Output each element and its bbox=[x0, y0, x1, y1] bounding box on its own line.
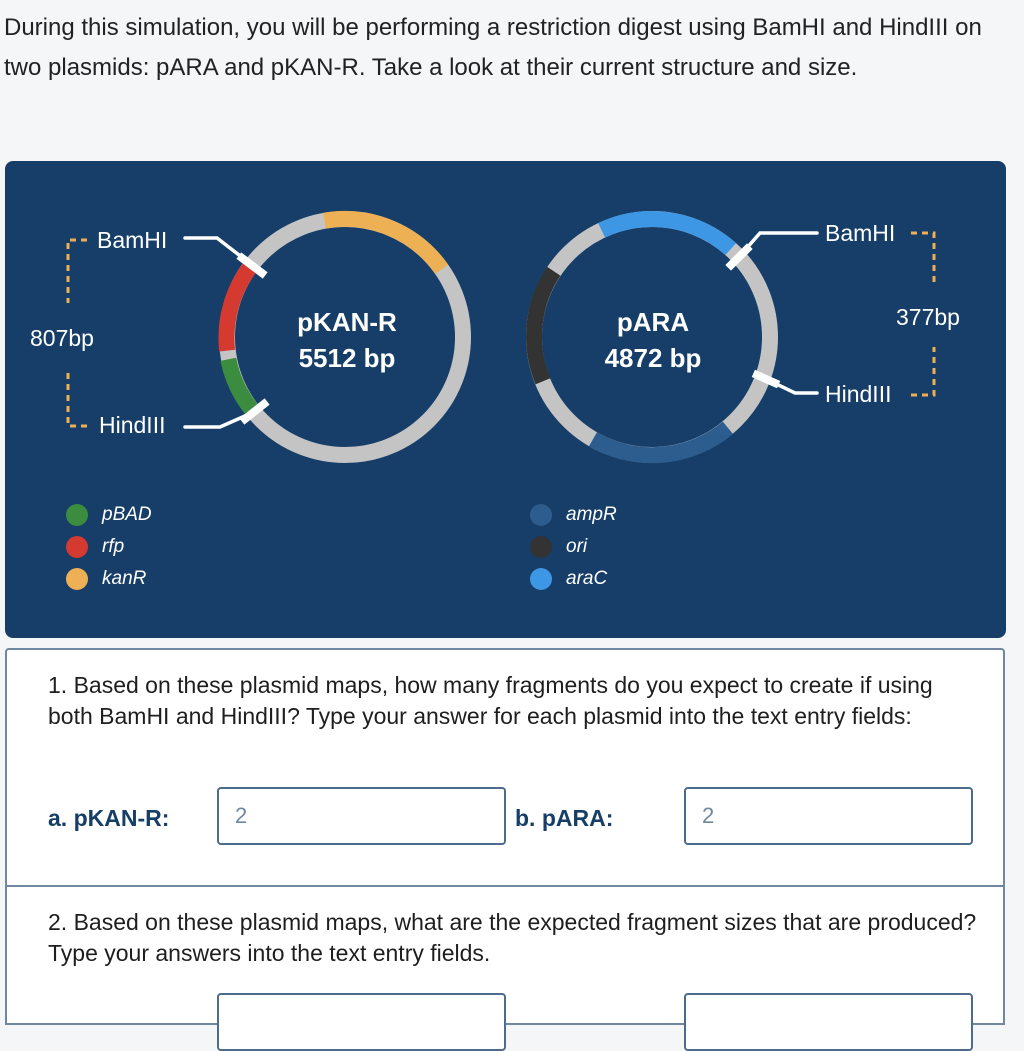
legend-label: araC bbox=[566, 568, 608, 589]
fragment-size-input-1[interactable] bbox=[217, 993, 506, 1051]
legend-label: ampR bbox=[566, 504, 617, 525]
legend-item-ori: ori bbox=[530, 531, 617, 563]
para-fragment-count-label: b. pARA: bbox=[515, 805, 614, 831]
para-hindiii-label: HindIII bbox=[825, 381, 891, 407]
pkanr-bamhi-marker bbox=[183, 236, 268, 279]
para-fragment-size: 377bp bbox=[896, 304, 960, 330]
rfp-color-dot bbox=[66, 536, 88, 558]
para-fragment-count-input[interactable] bbox=[684, 787, 973, 845]
para-bamhi-label: BamHI bbox=[825, 220, 895, 246]
para-arac-segment bbox=[598, 211, 737, 256]
pkanr-legend: pBAD rfp kanR bbox=[66, 499, 152, 595]
fragment-size-input-2[interactable] bbox=[684, 993, 973, 1051]
para-backbone bbox=[526, 211, 778, 463]
pkanr-fragment-bracket bbox=[66, 238, 87, 428]
legend-item-kanr: kanR bbox=[66, 563, 152, 595]
legend-item-arac: araC bbox=[530, 563, 617, 595]
pkanr-kanr-segment bbox=[323, 211, 449, 275]
question-2-card: 2. Based on these plasmid maps, what are… bbox=[5, 885, 1005, 1051]
intro-text: During this simulation, you will be perf… bbox=[4, 14, 982, 81]
pbad-color-dot bbox=[66, 504, 88, 526]
kanr-color-dot bbox=[66, 568, 88, 590]
pkanr-fragment-count-input[interactable] bbox=[217, 787, 506, 845]
plasmid-maps: BamHI HindIII 807bp pKAN-R 5512 bp BamHI bbox=[30, 211, 960, 464]
plasmid-map-panel: BamHI HindIII 807bp pKAN-R 5512 bp BamHI bbox=[5, 161, 1006, 638]
pkanr-fragment-count-label: a. pKAN-R: bbox=[48, 805, 170, 831]
para-plasmid-map bbox=[526, 211, 778, 464]
para-name: pARA bbox=[617, 307, 689, 337]
legend-item-ampr: ampR bbox=[530, 499, 617, 531]
para-hindiii-marker bbox=[751, 369, 819, 395]
pkanr-fragment-size: 807bp bbox=[30, 325, 94, 351]
para-legend: ampR ori araC bbox=[530, 499, 617, 595]
legend-item-pbad: pBAD bbox=[66, 499, 152, 531]
para-ori-segment bbox=[526, 266, 561, 385]
legend-item-rfp: rfp bbox=[66, 531, 152, 563]
ampr-color-dot bbox=[530, 504, 552, 526]
legend-label: kanR bbox=[102, 568, 147, 589]
para-bamhi-marker bbox=[725, 231, 819, 271]
arac-color-dot bbox=[530, 568, 552, 590]
para-ampr-segment bbox=[588, 421, 734, 464]
question-2-text: 2. Based on these plasmid maps, what are… bbox=[48, 909, 977, 966]
ori-color-dot bbox=[530, 536, 552, 558]
pkanr-pbad-segment bbox=[220, 357, 260, 417]
pkanr-plasmid-map bbox=[218, 211, 471, 463]
pkanr-hindiii-marker bbox=[183, 398, 270, 429]
pkanr-rfp-segment bbox=[218, 260, 259, 352]
para-fragment-bracket bbox=[911, 231, 936, 397]
question-1-card: 1. Based on these plasmid maps, how many… bbox=[5, 648, 1005, 888]
question-1-text: 1. Based on these plasmid maps, how many… bbox=[48, 672, 933, 729]
pkanr-size: 5512 bp bbox=[299, 343, 396, 373]
pkanr-hindiii-label: HindIII bbox=[99, 412, 165, 438]
legend-label: rfp bbox=[102, 536, 125, 557]
pkanr-name: pKAN-R bbox=[297, 307, 397, 337]
legend-label: ori bbox=[566, 536, 588, 557]
pkanr-bamhi-label: BamHI bbox=[97, 227, 167, 253]
para-size: 4872 bp bbox=[605, 343, 702, 373]
legend-label: pBAD bbox=[102, 504, 152, 525]
